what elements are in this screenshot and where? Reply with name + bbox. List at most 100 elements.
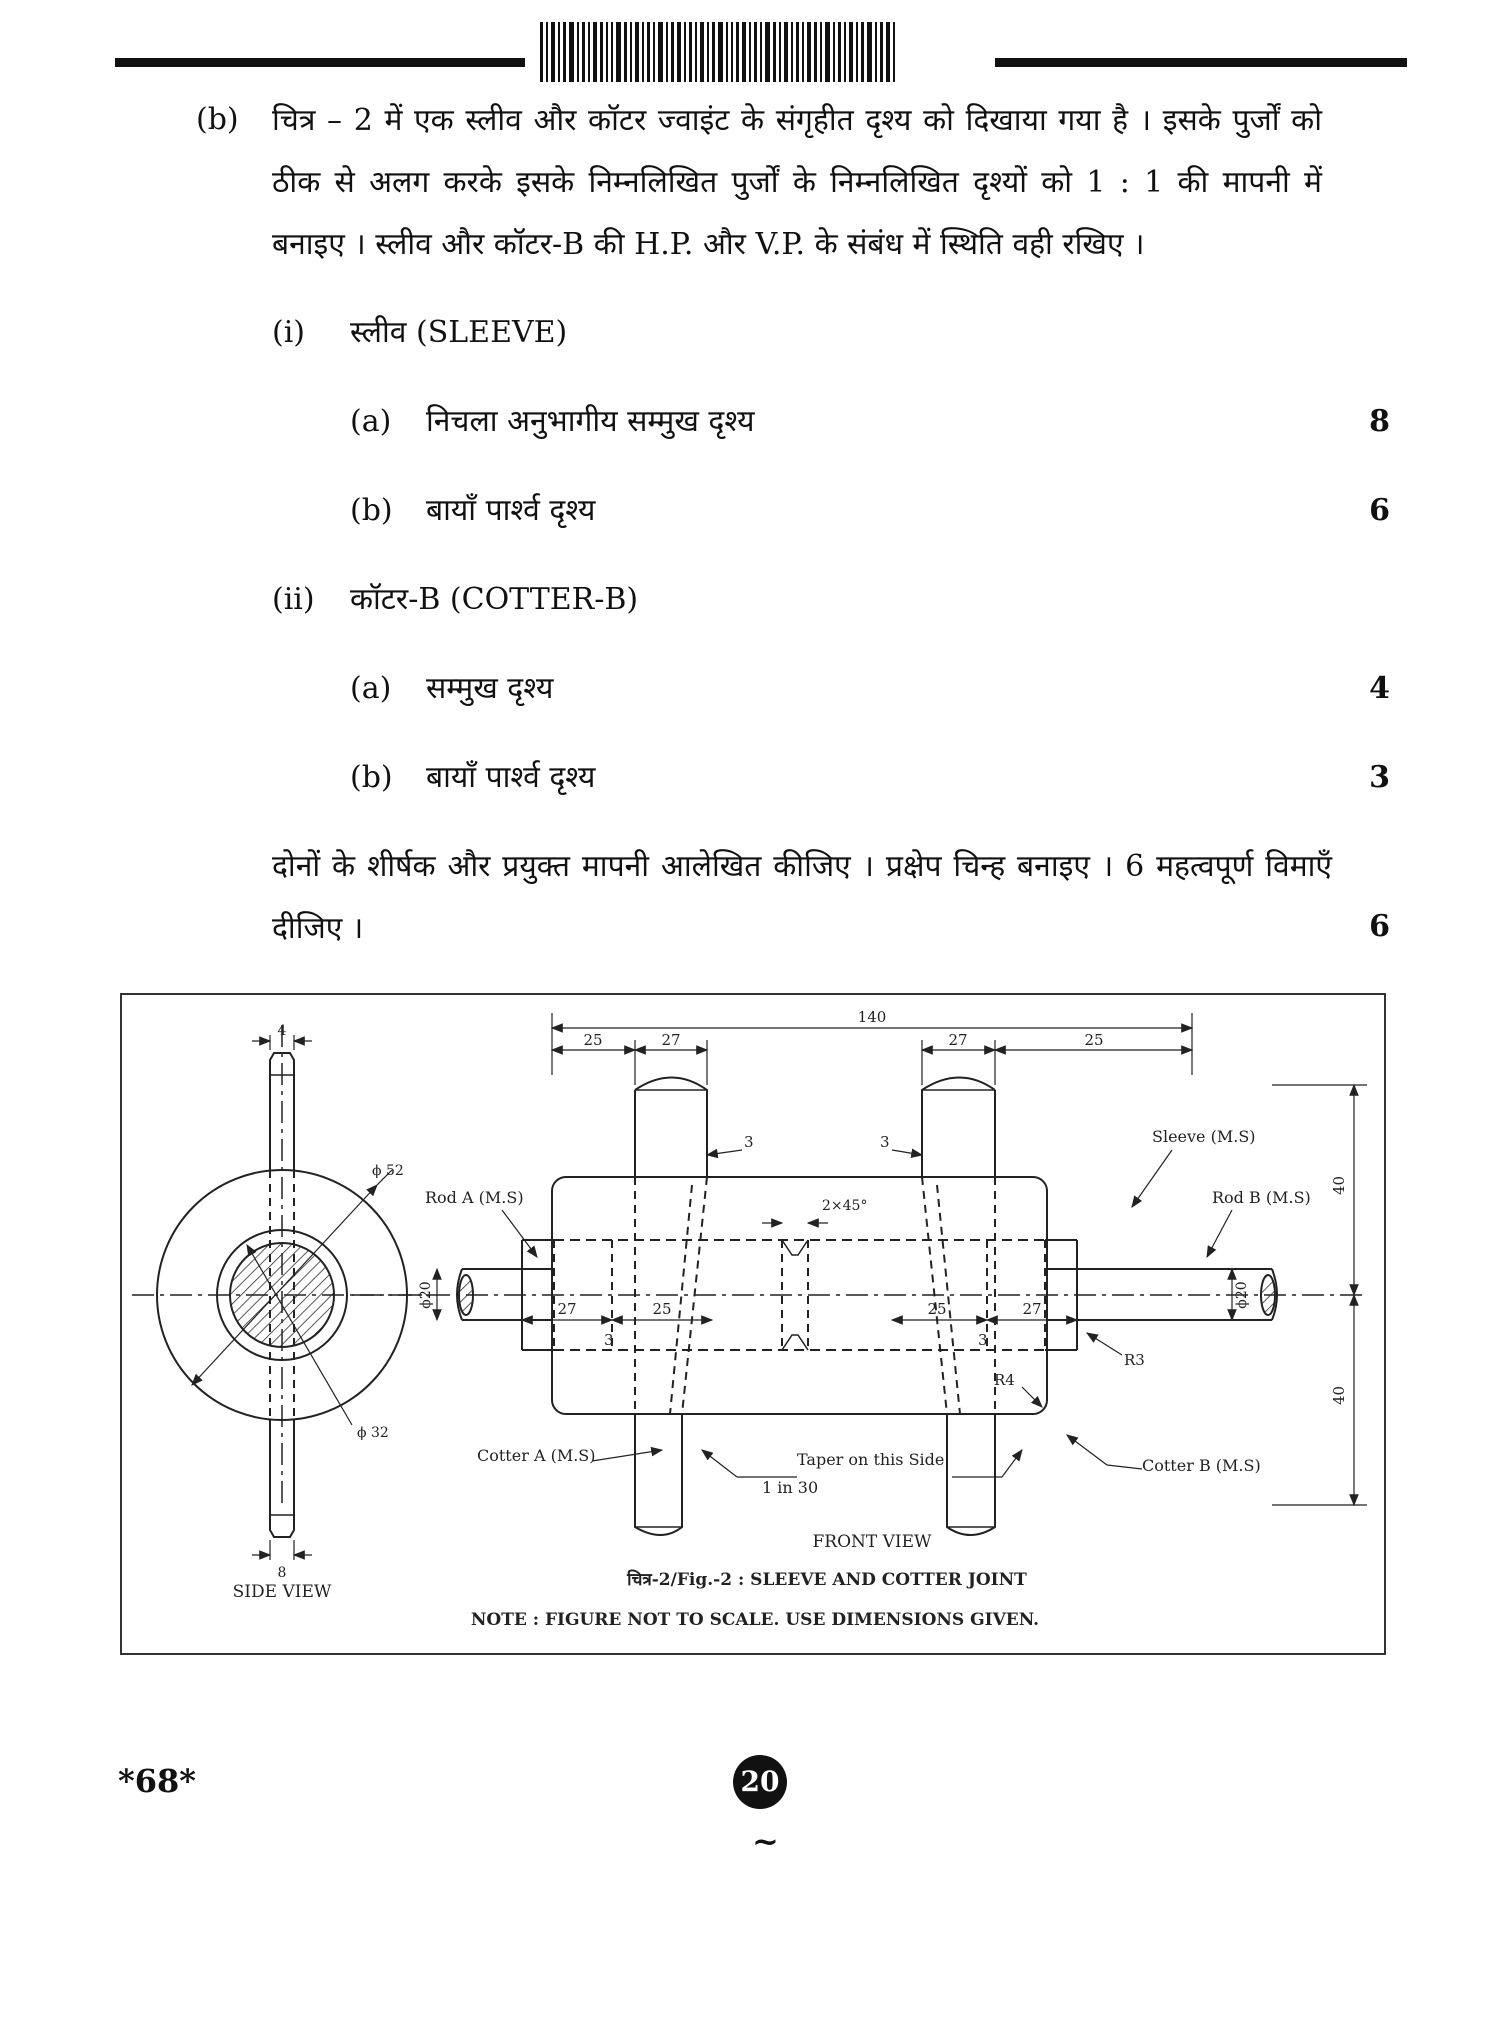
dim-inner-27-right: 27 — [1022, 1300, 1041, 1318]
barcode-stripe — [844, 22, 846, 82]
barcode-stripe — [880, 22, 883, 82]
barcode-stripe — [588, 22, 590, 82]
barcode-stripe — [707, 22, 709, 82]
part-i-num: (i) — [272, 315, 306, 350]
barcode-stripe — [582, 22, 585, 82]
barcode-stripe — [754, 22, 757, 82]
part-ii-a-text: सम्मुख दृश्य — [426, 671, 554, 706]
barcode-stripe — [558, 22, 560, 82]
barcode-stripe — [825, 22, 830, 82]
dim-25-right: 25 — [1084, 1031, 1103, 1049]
barcode-stripe — [849, 22, 853, 82]
barcode-stripe — [814, 22, 817, 82]
barcode-stripe — [689, 22, 692, 82]
barcode-stripe — [611, 22, 613, 82]
figure-caption: चित्र-2/Fig.-2 : SLEEVE AND COTTER JOINT — [626, 1569, 1027, 1590]
barcode-stripe — [784, 22, 788, 82]
barcode-stripe — [658, 22, 663, 82]
dim-side-52: ϕ 52 — [372, 1163, 404, 1179]
dim-27-right: 27 — [948, 1031, 967, 1049]
barcode-stripe — [718, 22, 723, 82]
dim-inner-25-left: 25 — [652, 1300, 671, 1318]
front-view-label: FRONT VIEW — [812, 1532, 932, 1552]
barcode-stripe — [642, 22, 644, 82]
barcode-stripe — [563, 22, 566, 82]
dim-inner-3-left: 3 — [604, 1331, 614, 1349]
barcode-stripe — [731, 22, 733, 82]
dim-40-top: 40 — [1330, 1176, 1348, 1195]
barcode-stripe — [677, 22, 681, 82]
barcode-stripe — [616, 22, 621, 82]
dim-side-32: ϕ 32 — [357, 1425, 389, 1441]
barcode-stripe — [630, 22, 632, 82]
dim-rod-a-dia: ϕ20 — [418, 1281, 434, 1308]
dim-inner-25-right: 25 — [927, 1300, 946, 1318]
label-cotter-a: Cotter A (M.S) — [477, 1446, 596, 1465]
barcode-stripe — [540, 22, 543, 82]
part-ii-num: (ii) — [272, 582, 315, 617]
label-taper: Taper on this Side — [797, 1450, 944, 1469]
part-i-a-text: निचला अनुभागीय सम्मुख दृश्य — [426, 404, 755, 439]
barcode-stripe — [551, 22, 555, 82]
label-rod-b: Rod B (M.S) — [1212, 1188, 1311, 1207]
part-i-title: स्लीव (SLEEVE) — [350, 315, 568, 350]
barcode-stripe — [546, 22, 548, 82]
dim-25-left: 25 — [583, 1031, 602, 1049]
barcode-stripe — [736, 22, 739, 82]
closing-text: दोनों के शीर्षक और प्रयुक्त मापनी आलेखित… — [272, 849, 1332, 946]
part-i-a-num: (a) — [350, 404, 392, 439]
sleeve-body — [551, 1176, 1048, 1415]
barcode-stripe — [856, 22, 858, 82]
side-view-label: SIDE VIEW — [233, 1582, 332, 1602]
barcode-stripe — [893, 22, 895, 82]
barcode-stripe — [593, 22, 597, 82]
barcode-stripe — [802, 22, 804, 82]
barcode-stripe — [653, 22, 655, 82]
dim-inner-3-right: 3 — [978, 1331, 988, 1349]
label-taper-ratio: 1 in 30 — [762, 1478, 818, 1497]
barcode-stripe — [726, 22, 728, 82]
header-rule-left — [115, 58, 525, 67]
barcode-stripe — [861, 22, 864, 82]
dim-side-8: 8 — [278, 1565, 287, 1581]
label-sleeve: Sleeve (M.S) — [1152, 1127, 1256, 1146]
barcode-stripe — [671, 22, 674, 82]
barcode-stripe — [666, 22, 668, 82]
barcode-stripe — [647, 22, 650, 82]
figure-frame: 4 8 ϕ 52 ϕ 32 SIDE VIEW — [120, 993, 1386, 1655]
closing-marks: 6 — [1369, 909, 1390, 944]
barcode-stripe — [742, 22, 746, 82]
part-i-b-marks: 6 — [1369, 493, 1390, 528]
part-ii-b-marks: 3 — [1369, 760, 1390, 795]
barcode-stripe — [875, 22, 877, 82]
barcode-stripe — [569, 22, 574, 82]
part-ii-title: कॉटर-B (COTTER-B) — [350, 582, 639, 617]
paper-code: *68* — [118, 1762, 196, 1800]
part-i-a-marks: 8 — [1369, 404, 1390, 439]
footer-mark: ~ — [752, 1822, 779, 1860]
barcode-stripe — [624, 22, 627, 82]
barcode-stripe — [886, 22, 890, 82]
dim-2x45: 2×45° — [822, 1198, 867, 1214]
dim-r4: R4 — [994, 1371, 1015, 1389]
barcode-stripe — [635, 22, 639, 82]
sleeve-cotter-drawing: 4 8 ϕ 52 ϕ 32 SIDE VIEW — [132, 1008, 1367, 1630]
figure-note: NOTE : FIGURE NOT TO SCALE. USE DIMENSIO… — [471, 1610, 1039, 1630]
barcode-stripe — [765, 22, 770, 82]
barcode-stripe — [684, 22, 686, 82]
barcode-stripe — [833, 22, 835, 82]
part-i-b-num: (b) — [350, 493, 393, 528]
barcode-stripe — [749, 22, 751, 82]
question-label: (b) — [196, 102, 239, 137]
barcode-stripe — [700, 22, 704, 82]
dim-r3: R3 — [1124, 1351, 1145, 1369]
part-ii-b-text: बायाँ पार्श्व दृश्य — [426, 760, 596, 795]
dim-27-left: 27 — [661, 1031, 680, 1049]
dim-side-4: 4 — [278, 1023, 287, 1039]
dim-3-top-left: 3 — [744, 1133, 754, 1151]
barcode-stripe — [791, 22, 793, 82]
question-text: चित्र – 2 में एक स्लीव और कॉटर ज्वाइंट क… — [272, 103, 1322, 262]
front-view: 140 25 27 27 25 3 3 2×45° 40 40 ϕ20 ϕ20 … — [352, 1008, 1367, 1552]
dim-140: 140 — [858, 1008, 887, 1026]
barcode-stripe — [760, 22, 762, 82]
